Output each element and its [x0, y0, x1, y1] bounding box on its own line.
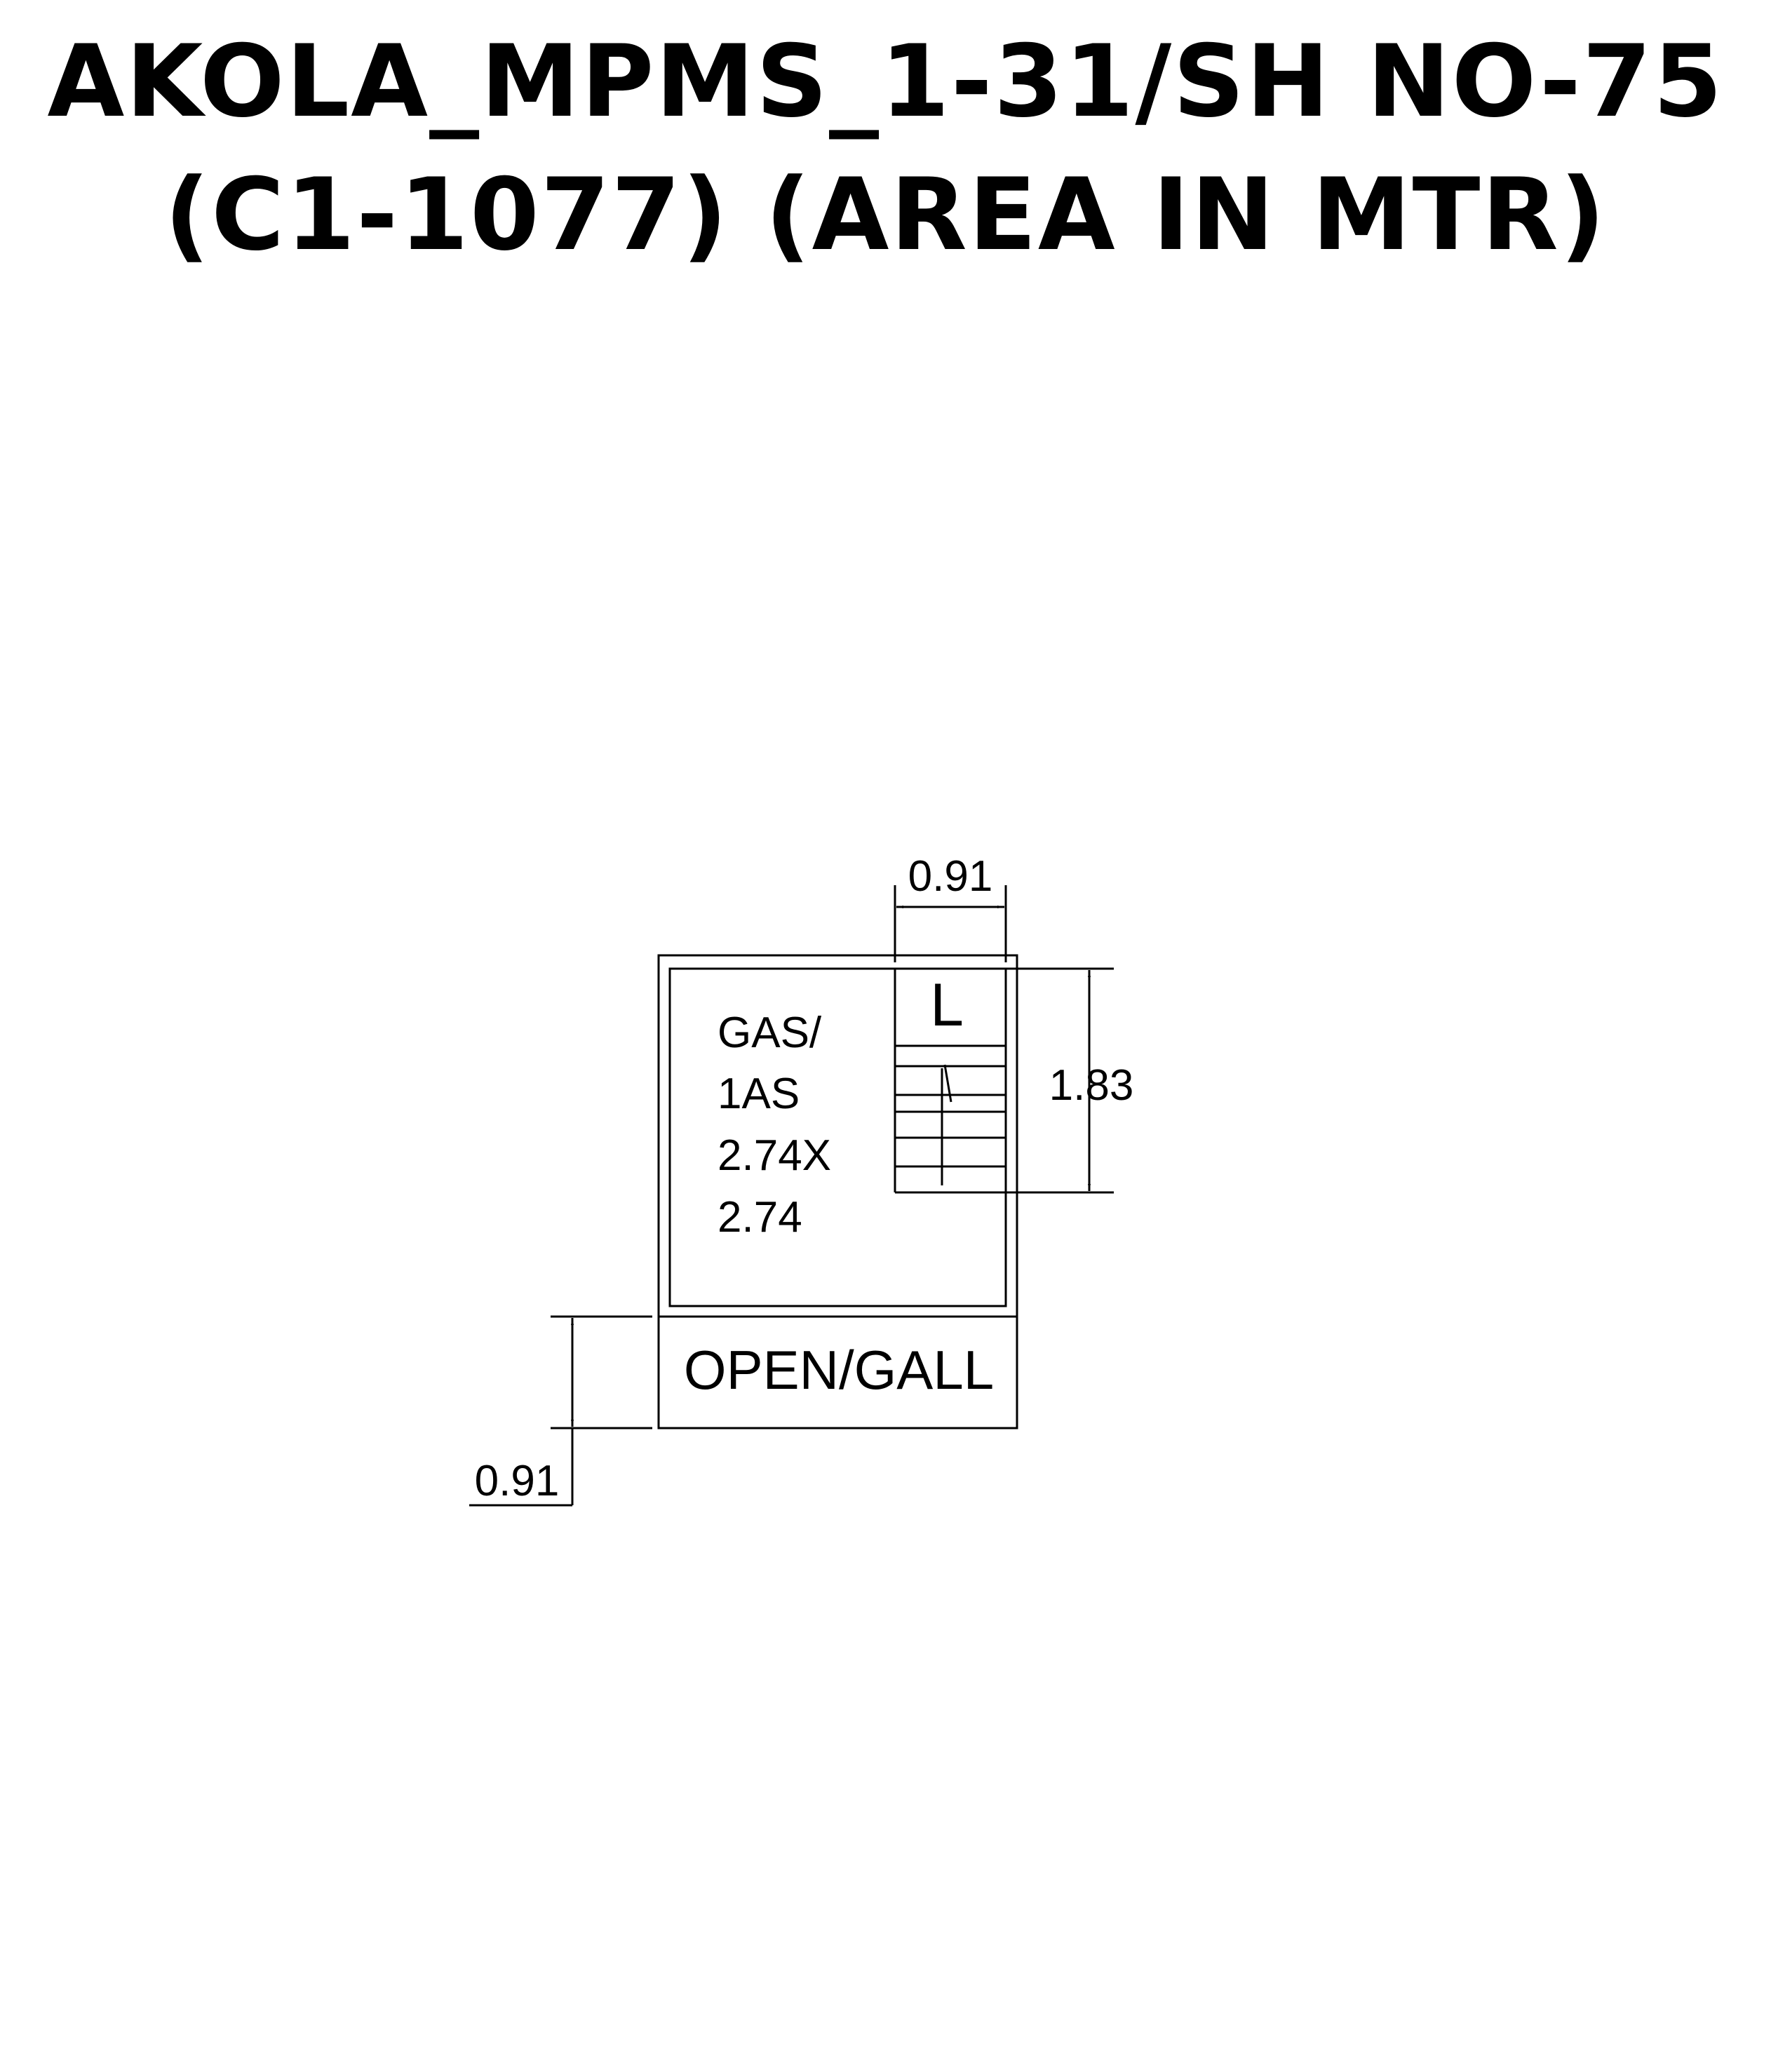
- drawing-title-line-2: (C1-1077) (AREA IN MTR): [164, 157, 1607, 273]
- dimension-stair-width: [894, 885, 1007, 962]
- room-label-line-1: GAS/: [718, 1009, 822, 1057]
- stair-up-label: L: [930, 971, 964, 1039]
- room-label-line-3: 2.74X: [718, 1131, 831, 1180]
- staircase: [894, 969, 1006, 1194]
- stair-break-line: [943, 1064, 952, 1103]
- gallery-depth-value: 0.91: [475, 1457, 560, 1505]
- stair-length-value: 1.83: [1049, 1061, 1134, 1110]
- room-label-line-2: 1AS: [718, 1070, 800, 1118]
- dimension-gallery-depth: [469, 1315, 652, 1507]
- open-gallery-area: [657, 1315, 1018, 1429]
- room-label-line-4: 2.74: [718, 1193, 802, 1242]
- gallery-label: OPEN/GALL: [684, 1339, 994, 1401]
- dimension-stair-length: [1006, 967, 1114, 1194]
- stair-width-value: 0.91: [908, 852, 993, 901]
- drawing-title-line-1: AKOLA_MPMS_1-31/SH NO-75: [47, 24, 1724, 140]
